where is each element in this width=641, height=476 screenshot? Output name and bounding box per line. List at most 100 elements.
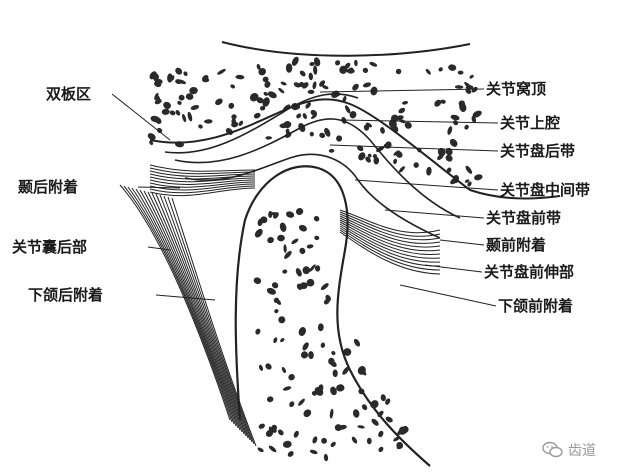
trabecula-blob bbox=[302, 113, 307, 120]
trabecula-blob bbox=[279, 222, 287, 232]
leader-line bbox=[111, 93, 171, 141]
fiber-line bbox=[339, 231, 441, 275]
trabecula-blob bbox=[314, 265, 321, 272]
trabecula-blob bbox=[202, 75, 209, 81]
fiber-line bbox=[119, 184, 231, 421]
trabecula-blob bbox=[336, 384, 345, 392]
trabecula-blob bbox=[161, 108, 170, 115]
trabecula-blob bbox=[370, 400, 379, 409]
trabecula-blob bbox=[314, 386, 324, 396]
fiber-line bbox=[149, 187, 256, 197]
trabecula-blob bbox=[273, 212, 279, 219]
trabecula-blob bbox=[311, 113, 317, 120]
posterior-ligament-fibers bbox=[119, 164, 257, 447]
trabecula-blob bbox=[198, 124, 203, 129]
trabecula-blob bbox=[274, 309, 279, 314]
trabecula-blob bbox=[278, 87, 285, 94]
trabecula-blob bbox=[277, 234, 285, 242]
trabecula-blob bbox=[307, 89, 315, 95]
trabecula-blob bbox=[465, 85, 474, 90]
trabecula-blob bbox=[464, 124, 469, 130]
trabecula-blob bbox=[305, 102, 311, 109]
fiber-line bbox=[127, 186, 235, 425]
trabecula-blob bbox=[280, 81, 287, 86]
trabecula-blob bbox=[299, 70, 306, 77]
trabecula-blob bbox=[362, 67, 369, 74]
fiber-line bbox=[149, 164, 256, 172]
fiber-line bbox=[339, 225, 441, 263]
trabecula-blob bbox=[293, 82, 301, 88]
trabecula-blob bbox=[397, 429, 404, 435]
trabecula-blob bbox=[150, 115, 160, 123]
trabecula-blob bbox=[352, 83, 359, 91]
trabecula-blob bbox=[328, 148, 335, 153]
trabecula-blob bbox=[330, 386, 337, 396]
trabecula-blob bbox=[277, 429, 284, 436]
trabecula-blob bbox=[354, 59, 358, 67]
trabecula-blob bbox=[309, 131, 314, 137]
trabecula-blob bbox=[228, 102, 235, 109]
trabecula-blob bbox=[401, 101, 409, 105]
fiber-line bbox=[339, 219, 441, 252]
leader-line bbox=[329, 144, 499, 152]
trabecula-blob bbox=[467, 181, 472, 187]
leader-line bbox=[137, 186, 181, 189]
leader-line bbox=[399, 284, 497, 307]
trabecula-blob bbox=[303, 409, 312, 418]
trabecula-blob bbox=[291, 56, 299, 66]
trabecula-blob bbox=[367, 153, 372, 158]
trabecula-blob bbox=[336, 135, 343, 142]
trabecula-blob bbox=[398, 107, 406, 114]
fiber-line bbox=[149, 185, 256, 194]
label-disc-anterior-extension: 关节盘前伸部 bbox=[484, 263, 575, 281]
trabecula-blob bbox=[235, 74, 245, 80]
trabecula-blob bbox=[258, 423, 265, 429]
trabecula-blob bbox=[282, 269, 288, 274]
label-retro-mandibular-attachment: 下颌后附着 bbox=[28, 286, 104, 304]
trabecula-blob bbox=[296, 113, 302, 119]
trabecula-blob bbox=[268, 445, 277, 453]
trabecula-blob bbox=[359, 368, 367, 376]
trabecula-blob bbox=[295, 207, 304, 216]
trabecula-blob bbox=[328, 357, 335, 365]
trabecula-blob bbox=[149, 71, 157, 80]
trabecula-blob bbox=[337, 424, 347, 430]
trabecula-blob bbox=[366, 437, 372, 445]
trabecula-blob bbox=[448, 64, 457, 71]
trabecula-blob bbox=[474, 174, 483, 181]
trabecula-blob bbox=[454, 85, 464, 89]
trabecula-blob bbox=[309, 264, 316, 272]
label-disc-anterior-band: 关节盘前带 bbox=[486, 209, 562, 227]
trabecula-blob bbox=[313, 215, 320, 222]
trabecula-blob bbox=[262, 97, 270, 107]
wechat-icon bbox=[542, 441, 563, 458]
trabecula-blob bbox=[447, 126, 453, 135]
trabecula-blob bbox=[264, 81, 271, 88]
label-posterior-capsule: 关节囊后部 bbox=[12, 238, 88, 256]
trabecula-blob bbox=[263, 91, 269, 96]
trabecula-blob bbox=[255, 328, 261, 335]
trabecula-blob bbox=[293, 430, 299, 438]
trabecula-blob bbox=[231, 118, 237, 124]
trabecula-blob bbox=[215, 98, 223, 106]
trabecula-blob bbox=[351, 436, 358, 444]
trabecula-blob bbox=[283, 244, 287, 253]
trabecula-blob bbox=[298, 81, 305, 88]
label-fossa-roof: 关节窝顶 bbox=[486, 80, 547, 98]
mandibular-condyle bbox=[234, 165, 431, 467]
trabecula-blob bbox=[358, 388, 365, 395]
trabecula-blob bbox=[358, 152, 366, 161]
trabecula-blob bbox=[279, 123, 287, 128]
trabecula-blob bbox=[282, 440, 292, 448]
trabecula-blob bbox=[378, 446, 384, 453]
leader-line bbox=[439, 239, 485, 246]
trabecula-blob bbox=[271, 282, 279, 289]
trabecula-blob bbox=[308, 351, 314, 360]
fiber-line bbox=[149, 173, 256, 180]
leader-line bbox=[339, 119, 499, 124]
trabecula-blob bbox=[309, 61, 315, 67]
trabecula-blob bbox=[254, 228, 263, 238]
trabecula-blob bbox=[298, 327, 306, 336]
fiber-line bbox=[339, 211, 441, 237]
trabecula-blob bbox=[465, 165, 473, 174]
